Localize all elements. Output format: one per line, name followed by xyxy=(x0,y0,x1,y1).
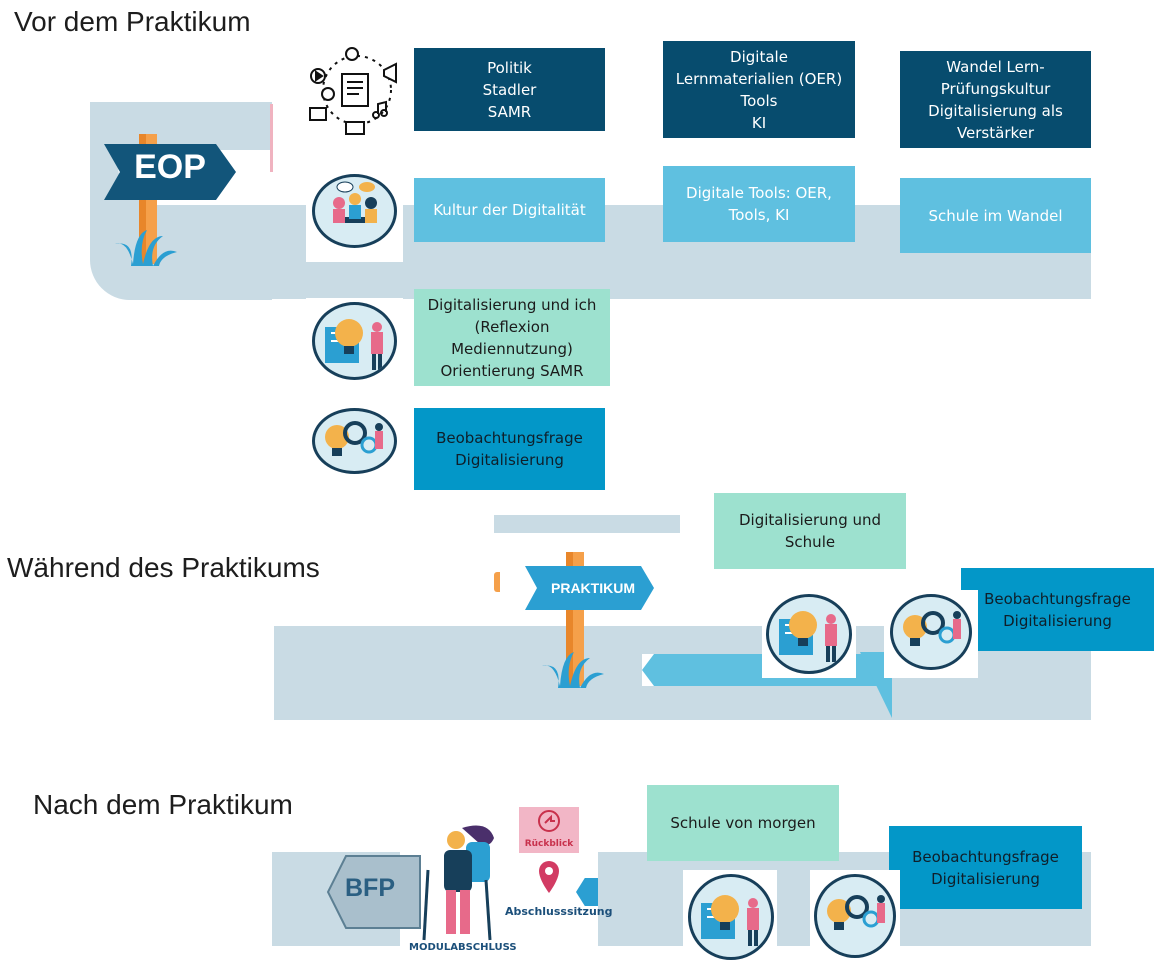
box-wandel: Wandel Lern- Prüfungskultur Digitalisier… xyxy=(900,51,1091,148)
bfp-sign-label: BFP xyxy=(345,874,395,902)
lightbulb-book-icon xyxy=(312,302,397,380)
eop-sign: EOP xyxy=(98,134,246,274)
box-politik: Politik Stadler SAMR xyxy=(414,48,605,131)
bfp-sign-graphic xyxy=(326,855,421,929)
rueckblick-badge: Rückblick xyxy=(519,807,579,853)
location-pin-icon xyxy=(538,860,560,896)
after-arrow-head xyxy=(576,878,598,906)
box-dig-schule: Digitalisierung und Schule xyxy=(714,493,906,569)
orange-accent xyxy=(494,572,500,592)
box-schule-morgen: Schule von morgen xyxy=(647,785,839,861)
eop-signpost-graphic xyxy=(104,134,236,266)
box-beob3: Beobachtungsfrage Digitalisierung xyxy=(889,826,1082,909)
hiker-figure xyxy=(416,820,498,942)
box-schule-wandel: Schule im Wandel xyxy=(900,178,1091,253)
heading-during: Während des Praktikums xyxy=(7,552,320,583)
praktikum-sign: PRAKTIKUM xyxy=(523,548,663,692)
road-during-top xyxy=(494,515,680,533)
abschlusssitzung-label: Abschlusssitzung xyxy=(505,905,613,918)
heading-before: Vor dem Praktikum xyxy=(14,6,251,37)
rueckblick-label: Rückblick xyxy=(524,839,574,849)
group-discussion-icon xyxy=(312,174,397,248)
lightbulb-magnifier-icon xyxy=(312,408,397,474)
box-beob1: Beobachtungsfrage Digitalisierung xyxy=(414,408,605,490)
topics-icon xyxy=(306,44,408,136)
box-kultur: Kultur der Digitalität xyxy=(414,178,605,242)
box-lernmaterialien: Digitale Lernmaterialien (OER) Tools KI xyxy=(663,41,855,138)
praktikum-arrow-head xyxy=(642,654,654,686)
after-lightbulb-book-icon xyxy=(688,874,774,960)
during-lightbulb-book-icon xyxy=(766,594,852,674)
bfp-sign: BFP xyxy=(326,854,422,932)
pink-marker xyxy=(270,104,273,172)
box-ich: Digitalisierung und ich (Reflexion Medie… xyxy=(414,289,610,386)
rueckblick-arrow-icon xyxy=(538,810,560,832)
box-beob2: Beobachtungsfrage Digitalisierung xyxy=(961,568,1154,651)
praktikum-signpost-graphic xyxy=(525,552,654,688)
heading-after: Nach dem Praktikum xyxy=(33,789,293,820)
modulabschluss-label: MODULABSCHLUSS xyxy=(409,942,517,953)
after-lightbulb-magnifier-icon xyxy=(814,874,896,958)
praktikum-sign-label: PRAKTIKUM xyxy=(551,580,635,596)
during-lightbulb-magnifier-icon xyxy=(890,594,972,670)
eop-sign-label: EOP xyxy=(134,148,206,186)
box-tools: Digitale Tools: OER, Tools, KI xyxy=(663,166,855,242)
